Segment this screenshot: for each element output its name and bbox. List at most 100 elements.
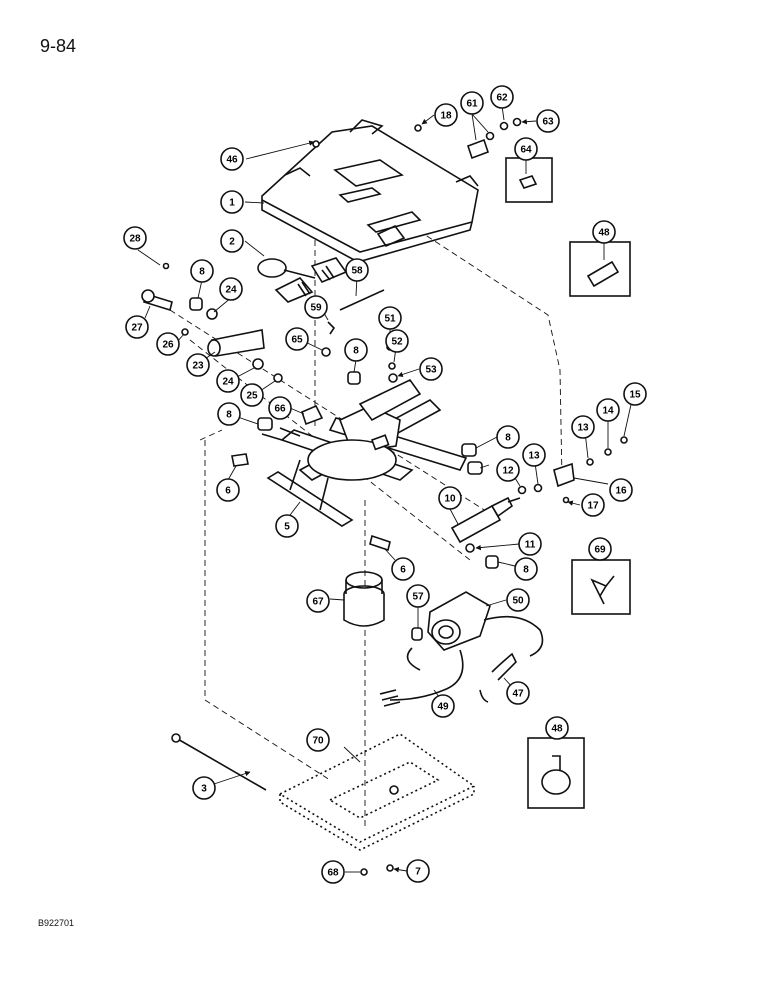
callout: 8 bbox=[190, 259, 214, 283]
svg-text:6: 6 bbox=[400, 565, 406, 576]
callout: 6 bbox=[216, 478, 240, 502]
svg-text:53: 53 bbox=[425, 365, 437, 376]
callout: 26 bbox=[156, 332, 180, 356]
svg-text:23: 23 bbox=[192, 361, 204, 372]
adjuster-lever-part bbox=[257, 257, 348, 303]
callout: 48 bbox=[592, 220, 616, 244]
callout: 23 bbox=[186, 353, 210, 377]
svg-text:6: 6 bbox=[225, 486, 231, 497]
svg-text:2: 2 bbox=[229, 237, 235, 248]
svg-text:13: 13 bbox=[577, 423, 589, 434]
callout: 49 bbox=[431, 694, 455, 718]
callout: 24 bbox=[216, 369, 240, 393]
svg-text:8: 8 bbox=[353, 346, 359, 357]
svg-text:59: 59 bbox=[310, 303, 322, 314]
svg-text:27: 27 bbox=[131, 323, 143, 334]
left-hardware-parts bbox=[141, 262, 283, 383]
callout: 8 bbox=[496, 425, 520, 449]
callout: 3 bbox=[192, 776, 216, 800]
svg-text:18: 18 bbox=[440, 111, 452, 122]
inset-box-50 bbox=[569, 241, 631, 297]
svg-text:47: 47 bbox=[512, 689, 524, 700]
fastener-parts bbox=[360, 864, 394, 876]
callout: 46 bbox=[220, 147, 244, 171]
callout: 25 bbox=[240, 383, 264, 407]
right-hardware-parts bbox=[517, 436, 628, 504]
figure-code: B922701 bbox=[38, 918, 75, 928]
long-bolt-part bbox=[171, 733, 267, 791]
callout: 51 bbox=[378, 306, 402, 330]
svg-text:63: 63 bbox=[542, 117, 554, 128]
svg-text:28: 28 bbox=[129, 234, 141, 245]
callout: 47 bbox=[506, 681, 530, 705]
rod-part bbox=[339, 289, 385, 311]
svg-text:58: 58 bbox=[351, 266, 363, 277]
suspension-frame-part bbox=[261, 378, 468, 527]
svg-text:62: 62 bbox=[496, 93, 508, 104]
callout: 12 bbox=[496, 458, 520, 482]
callout: 18 bbox=[434, 103, 458, 127]
bellows-part bbox=[343, 571, 385, 627]
callout: 6 bbox=[391, 557, 415, 581]
inset-box-64 bbox=[505, 157, 553, 203]
svg-text:5: 5 bbox=[284, 522, 290, 533]
base-plate-part bbox=[278, 733, 476, 851]
callout: 8 bbox=[344, 338, 368, 362]
svg-text:48: 48 bbox=[598, 228, 610, 239]
svg-text:50: 50 bbox=[512, 596, 524, 607]
svg-text:14: 14 bbox=[602, 406, 614, 417]
svg-text:17: 17 bbox=[587, 501, 599, 512]
svg-text:26: 26 bbox=[162, 340, 174, 351]
callout: 63 bbox=[536, 109, 560, 133]
callout: 68 bbox=[321, 860, 345, 884]
shock-absorber-part bbox=[450, 496, 521, 553]
callout: 24 bbox=[219, 277, 243, 301]
svg-text:8: 8 bbox=[523, 565, 529, 576]
callout: 17 bbox=[581, 493, 605, 517]
svg-text:24: 24 bbox=[225, 285, 237, 296]
callout: 28 bbox=[123, 226, 147, 250]
svg-text:11: 11 bbox=[525, 540, 536, 551]
callout: 27 bbox=[125, 315, 149, 339]
pin-parts bbox=[231, 453, 391, 552]
callout: 67 bbox=[306, 589, 330, 613]
callout: 13 bbox=[522, 443, 546, 467]
callout: 48 bbox=[545, 716, 569, 740]
svg-text:8: 8 bbox=[505, 433, 511, 444]
svg-text:10: 10 bbox=[444, 494, 456, 505]
svg-text:69: 69 bbox=[594, 545, 606, 556]
svg-text:46: 46 bbox=[226, 155, 238, 166]
svg-text:12: 12 bbox=[502, 466, 514, 477]
callout: 66 bbox=[268, 396, 292, 420]
callout: 16 bbox=[609, 478, 633, 502]
svg-text:66: 66 bbox=[274, 404, 286, 415]
svg-text:70: 70 bbox=[312, 736, 324, 747]
callout: 1 bbox=[220, 190, 244, 214]
svg-text:13: 13 bbox=[528, 451, 540, 462]
callout: 52 bbox=[385, 329, 409, 353]
callout: 13 bbox=[571, 415, 595, 439]
compressor-part bbox=[379, 591, 544, 707]
callouts: 46 1 2 18 61 62 63 64 48 28 8 24 27 26 2… bbox=[123, 85, 647, 884]
callout: 53 bbox=[419, 357, 443, 381]
svg-text:25: 25 bbox=[246, 391, 258, 402]
inset-box-70 bbox=[571, 559, 631, 615]
svg-text:49: 49 bbox=[437, 702, 449, 713]
callout: 59 bbox=[304, 295, 328, 319]
svg-text:24: 24 bbox=[222, 377, 234, 388]
inset-box-47 bbox=[527, 737, 585, 809]
svg-text:15: 15 bbox=[629, 390, 641, 401]
callout: 61 bbox=[460, 91, 484, 115]
svg-text:1: 1 bbox=[229, 198, 235, 209]
bushing-parts bbox=[257, 417, 499, 569]
page-number: 9-84 bbox=[40, 36, 77, 56]
callout: 65 bbox=[285, 327, 309, 351]
callout: 10 bbox=[438, 486, 462, 510]
svg-text:3: 3 bbox=[201, 784, 207, 795]
svg-text:67: 67 bbox=[312, 597, 324, 608]
callout: 2 bbox=[220, 229, 244, 253]
callout: 57 bbox=[406, 584, 430, 608]
svg-text:8: 8 bbox=[226, 410, 232, 421]
